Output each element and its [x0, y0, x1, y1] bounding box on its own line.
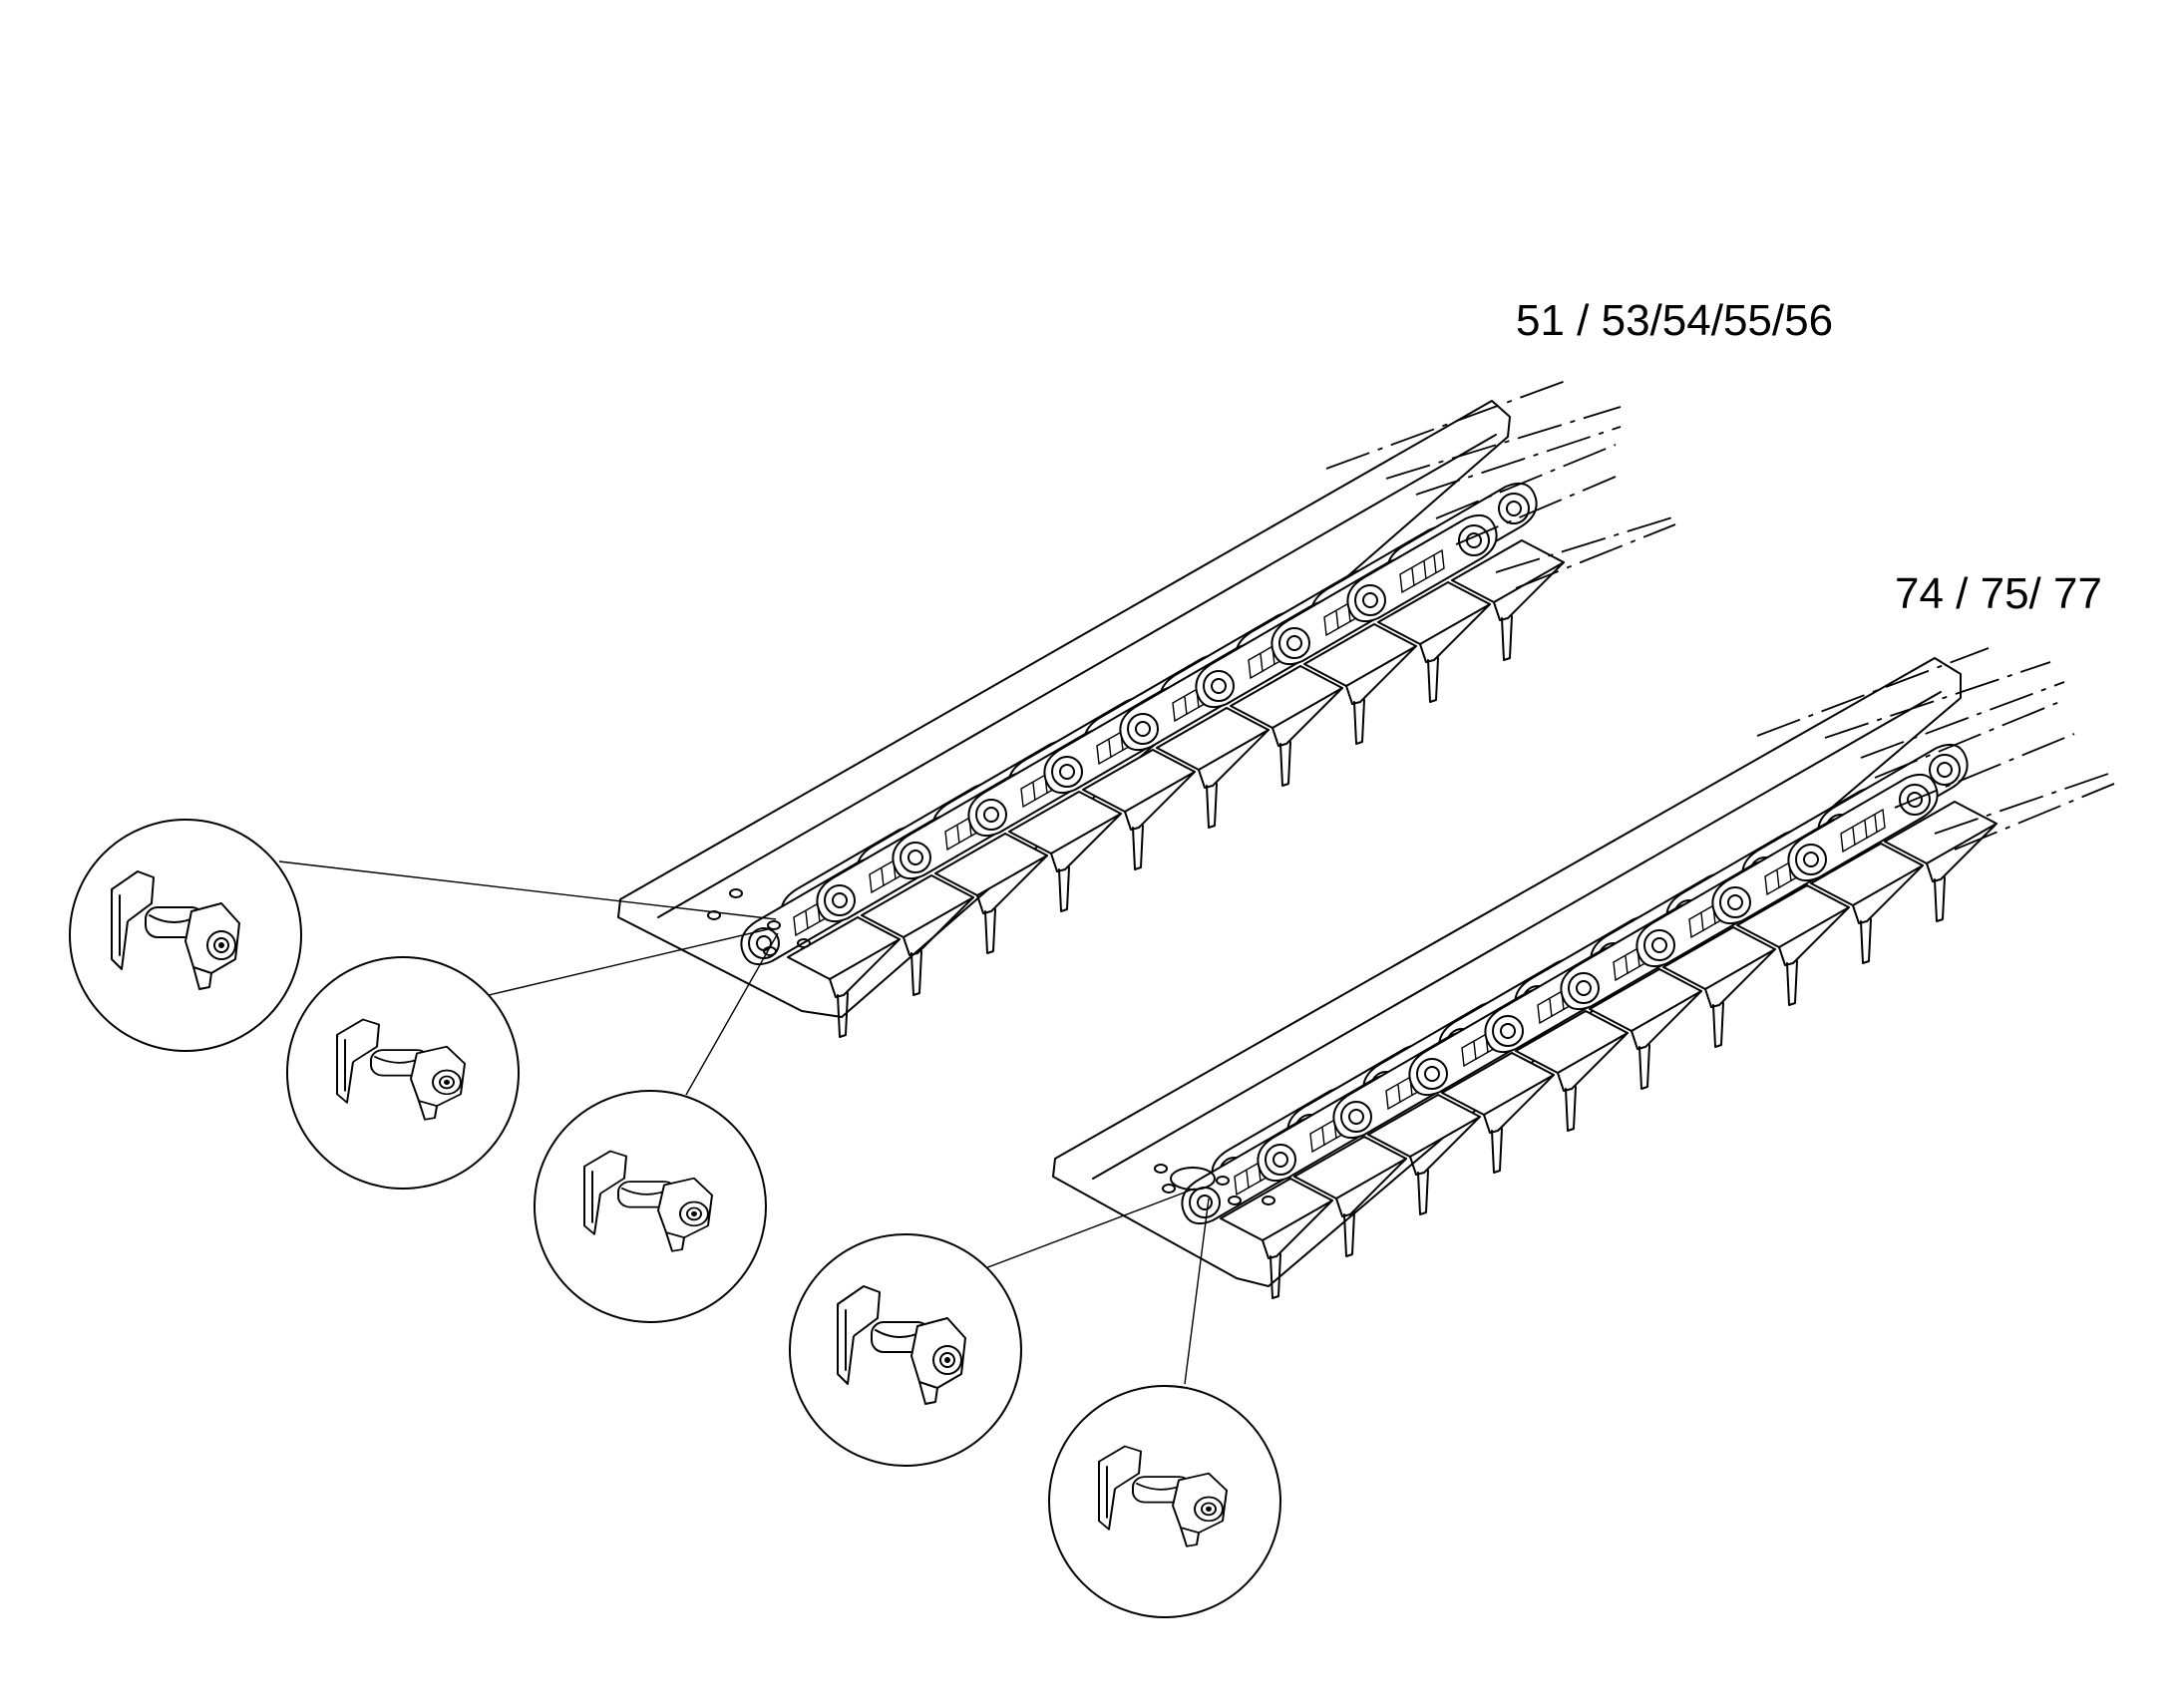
detail-3 [534, 1090, 767, 1323]
upper-part-numbers-label: 51 / 53/54/55/56 [1516, 296, 1833, 345]
detail-1 [69, 819, 302, 1052]
center-lines [1756, 647, 2115, 851]
center-lines [1325, 380, 1676, 589]
detail-4 [789, 1233, 1022, 1467]
detail-5 [1048, 1385, 1281, 1618]
mounting-holes [707, 888, 811, 956]
upper-chain-assembly [617, 380, 1676, 1038]
leader-lines [278, 860, 1210, 1385]
detail-2 [286, 956, 520, 1190]
lower-part-numbers-label: 74 / 75/ 77 [1895, 569, 2102, 618]
